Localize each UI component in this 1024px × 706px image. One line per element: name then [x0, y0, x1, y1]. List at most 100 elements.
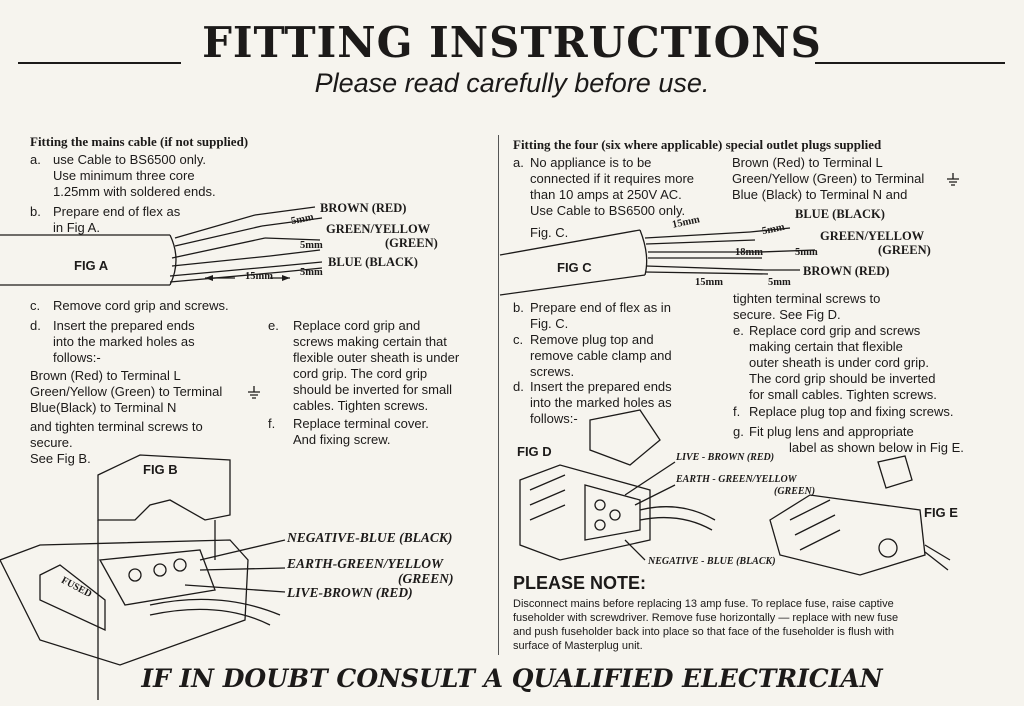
step-line: Remove plug top and	[530, 332, 654, 347]
fig-a-blue: BLUE (BLACK)	[328, 255, 418, 269]
wiring-line: Brown (Red) to Terminal L	[30, 368, 181, 383]
fig-a-15mm: 15mm	[245, 271, 273, 282]
right-step-c: c. Remove plug top and remove cable clam…	[513, 332, 672, 380]
step-line: Fit plug lens and appropriate	[749, 424, 914, 439]
page-subtitle: Please read carefully before use.	[314, 68, 710, 98]
fig-a-label: FIG A	[74, 258, 109, 273]
step-line: No appliance is to be	[530, 155, 652, 170]
step-line: in Fig A.	[53, 220, 100, 235]
step-line: Use Cable to BS6500 only.	[530, 203, 686, 218]
fig-c-gy2: (GREEN)	[878, 243, 931, 257]
wiring-line: Blue(Black) to Terminal N	[30, 400, 177, 415]
step-line: The cord grip should be inverted	[749, 371, 936, 386]
step-line: Insert the prepared ends	[53, 318, 195, 333]
step-letter: c.	[30, 298, 41, 313]
left-tighten: and tighten terminal screws to secure. S…	[30, 419, 203, 467]
step-letter: e.	[733, 323, 744, 338]
tighten-line: See Fig B.	[30, 451, 91, 466]
page-title: FITTING INSTRUCTIONS	[202, 18, 822, 67]
step-letter: c.	[513, 332, 524, 347]
fig-c-caption: Fig. C.	[530, 225, 569, 240]
step-line: Replace terminal cover.	[293, 416, 429, 431]
fig-c-brown: BROWN (RED)	[803, 264, 890, 278]
step-line: Prepare end of flex as	[53, 204, 181, 219]
step-line: Use minimum three core	[53, 168, 195, 183]
fig-a-5mm-2: 5mm	[300, 240, 323, 251]
step-line: cord grip. The cord grip	[293, 366, 428, 381]
right-step-f: f. Replace plug top and fixing screws.	[733, 404, 954, 420]
fig-c-label: FIG C	[557, 260, 592, 275]
step-line: than 10 amps at 250V AC.	[530, 187, 682, 202]
step-line: flexible outer sheath is under	[293, 350, 460, 365]
step-letter: f.	[733, 404, 741, 419]
fig-a-gy: GREEN/YELLOW	[326, 222, 431, 236]
tighten-line: secure.	[30, 435, 73, 450]
step-line: follows:-	[530, 411, 578, 426]
left-step-e: e. Replace cord grip and screws making c…	[268, 318, 459, 414]
right-step-e: e. Replace cord grip and screws making c…	[733, 323, 937, 403]
fig-a-gy2: (GREEN)	[385, 236, 438, 250]
step-letter: d.	[513, 379, 524, 394]
fig-c-blue: BLUE (BLACK)	[795, 207, 885, 221]
step-line: cables. Tighten screws.	[293, 398, 429, 413]
title-rule-left	[18, 62, 181, 64]
step-line: into the marked holes as	[530, 395, 672, 410]
fig-d-label: FIG D	[517, 444, 552, 459]
fig-d-earth: EARTH - GREEN/YELLOW	[676, 474, 797, 485]
fig-d-earth2: (GREEN)	[774, 486, 816, 497]
column-divider	[498, 135, 499, 655]
fig-d-live: LIVE - BROWN (RED)	[676, 452, 775, 463]
right-step-b: b. Prepare end of flex as in Fig. C.	[513, 300, 671, 332]
step-letter: g.	[733, 424, 744, 439]
step-letter: e.	[268, 318, 279, 333]
fig-e-label: FIG E	[924, 505, 958, 520]
step-line: Prepare end of flex as in	[530, 300, 671, 315]
wiring-line: Blue (Black) to Terminal N and	[732, 187, 908, 202]
step-line: Replace cord grip and screws	[749, 323, 921, 338]
fig-d-negative: NEGATIVE - BLUE (BLACK)	[648, 556, 776, 567]
fig-c-5mm-c: 5mm	[768, 277, 791, 288]
left-step-c: c. Remove cord grip and screws.	[30, 298, 229, 314]
fig-b-earth2: (GREEN)	[398, 571, 454, 586]
step-line: Insert the prepared ends	[530, 379, 672, 394]
step-line: remove cable clamp and	[530, 348, 672, 363]
step-letter: b.	[513, 300, 524, 315]
right-step-d: d. Insert the prepared ends into the mar…	[513, 379, 672, 427]
tighten-line: tighten terminal screws to	[733, 291, 881, 306]
right-heading: Fitting the four (six where applicable) …	[513, 137, 882, 152]
left-step-d: d. Insert the prepared ends into the mar…	[30, 318, 195, 366]
left-step-a: a. use Cable to BS6500 only. Use minimum…	[30, 152, 216, 200]
step-line: label as shown below in Fig E.	[789, 440, 964, 455]
title-rule-right	[815, 62, 1005, 64]
note-line: fuseholder with screwdriver. Remove fuse…	[513, 612, 899, 624]
note-line: and push fuseholder back into place so t…	[513, 626, 894, 638]
fig-c-gy: GREEN/YELLOW	[820, 229, 925, 243]
fig-a-5mm-3: 5mm	[300, 267, 323, 278]
step-line: And fixing screw.	[293, 432, 391, 447]
step-letter: f.	[268, 416, 276, 431]
right-tighten: tighten terminal screws to secure. See F…	[733, 291, 880, 323]
fig-c-18mm: 18mm	[735, 247, 763, 258]
fig-d-drawing	[519, 409, 716, 561]
wiring-line: Green/Yellow (Green) to Terminal	[732, 171, 925, 186]
fig-b-label: FIG B	[143, 462, 178, 477]
left-wiring: Brown (Red) to Terminal L Green/Yellow (…	[30, 368, 222, 416]
note-title: PLEASE NOTE:	[513, 573, 647, 593]
step-line: Remove cord grip and screws.	[53, 298, 229, 313]
note-body: Disconnect mains before replacing 13 amp…	[513, 597, 898, 653]
left-step-b: b. Prepare end of flex as in Fig A.	[30, 204, 180, 236]
step-letter: a.	[513, 155, 524, 170]
step-line: Replace cord grip and	[293, 318, 421, 333]
tighten-line: and tighten terminal screws to	[30, 419, 203, 434]
step-letter: b.	[30, 204, 41, 219]
fig-c-15mm-b: 15mm	[695, 277, 723, 288]
step-line: connected if it requires more	[530, 171, 695, 186]
step-letter: d.	[30, 318, 41, 333]
step-line: screws.	[530, 364, 575, 379]
step-line: for small cables. Tighten screws.	[749, 387, 937, 402]
left-heading: Fitting the mains cable (if not supplied…	[30, 134, 249, 149]
step-letter: a.	[30, 152, 41, 167]
step-line: screws making certain that	[293, 334, 447, 349]
footer-warning: IF IN DOUBT CONSULT A QUALIFIED ELECTRIC…	[141, 664, 883, 693]
